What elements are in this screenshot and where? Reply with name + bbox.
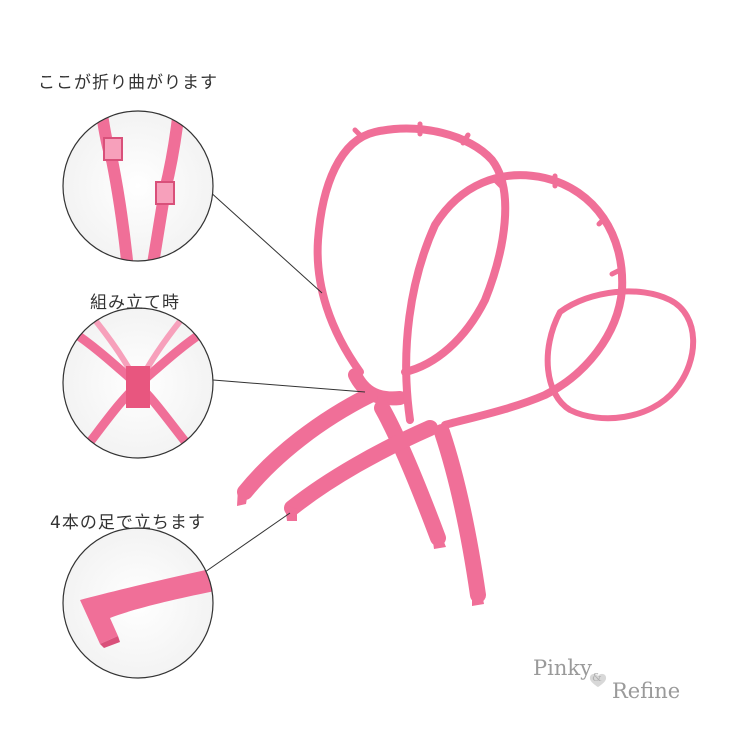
back-notch-top — [352, 121, 471, 146]
front-head-loop — [402, 171, 627, 429]
callout-lines — [204, 189, 366, 573]
wig-stand-front — [284, 171, 697, 603]
detail-circle-assembled — [62, 307, 214, 459]
wig-stand-back — [237, 121, 510, 546]
foot-back-right — [432, 535, 446, 549]
back-leg-left — [237, 387, 378, 500]
callout-line-fold — [207, 189, 323, 294]
back-head-loop — [313, 124, 510, 376]
front-small-ring — [544, 288, 697, 422]
logo-text-pinky: Pinky — [533, 656, 592, 680]
back-leg-right — [374, 400, 446, 546]
logo-heart-icon — [589, 673, 607, 687]
front-leg-right — [434, 424, 486, 603]
foot-back-left — [237, 488, 248, 506]
detail-circle-foot — [62, 527, 214, 679]
foot-front-right — [472, 592, 484, 606]
callout-line-assembled — [212, 379, 366, 393]
front-leg-left — [284, 420, 438, 516]
caption-fold-point: ここが折り曲がります — [38, 73, 218, 93]
caption-assembled: 組み立て時 — [90, 293, 180, 313]
front-notches — [492, 173, 623, 277]
logo-text-amp: & — [592, 671, 602, 684]
caption-four-legs: 4本の足で立ちます — [50, 513, 206, 533]
callout-line-legs — [204, 512, 291, 573]
logo-text-refine: Refine — [612, 679, 681, 703]
detail-circle-fold — [62, 110, 214, 262]
stand-feet — [237, 488, 484, 606]
foot-front-left — [285, 505, 297, 521]
